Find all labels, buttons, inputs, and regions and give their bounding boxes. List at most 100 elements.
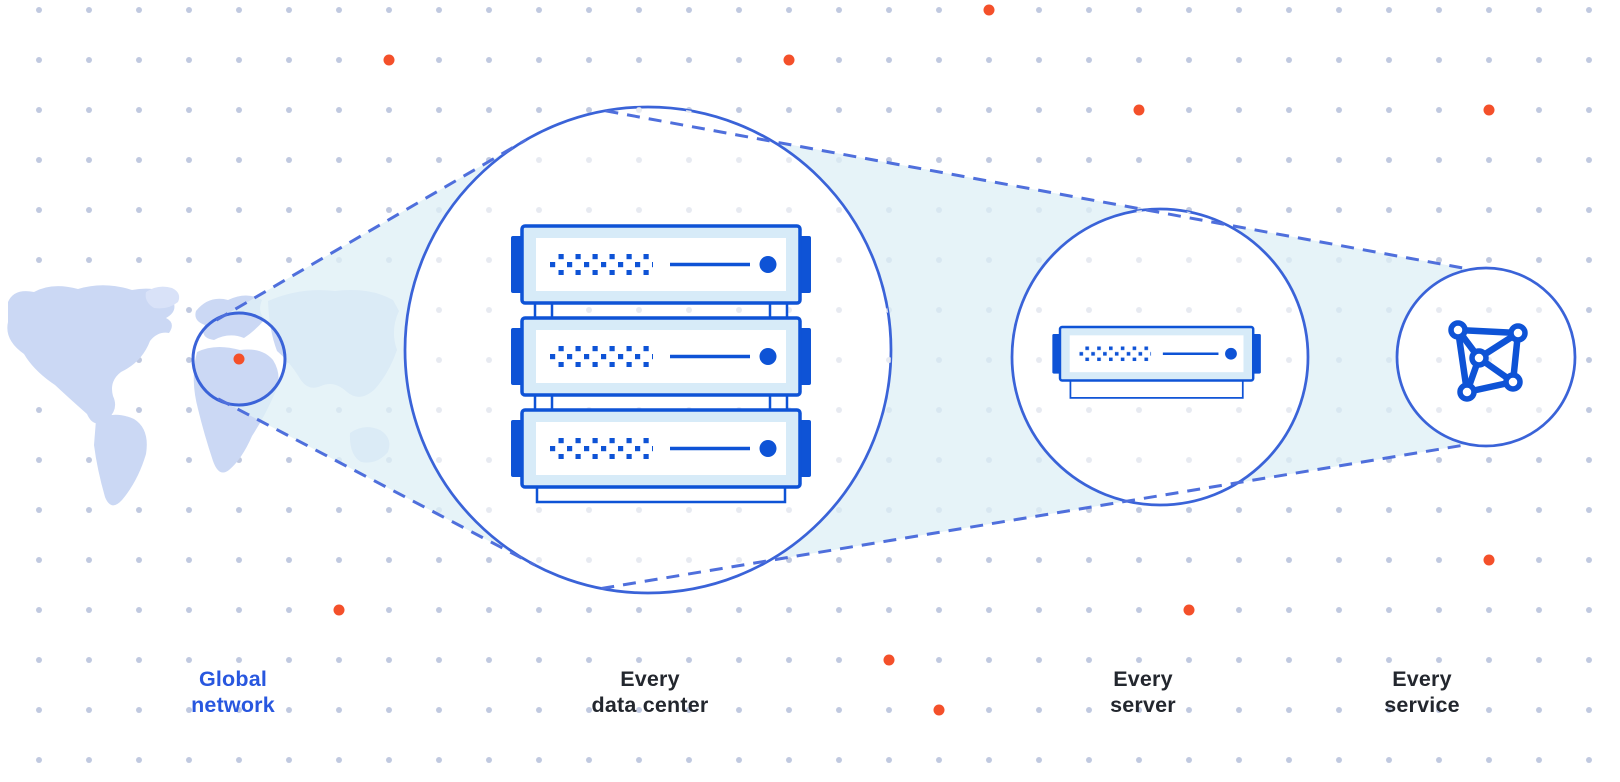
grid-dot bbox=[1286, 357, 1292, 363]
grid-dot bbox=[1536, 7, 1542, 13]
grid-dot bbox=[1486, 57, 1492, 63]
grid-dot bbox=[1386, 657, 1392, 663]
grid-dot bbox=[636, 557, 642, 563]
grid-dot bbox=[1286, 57, 1292, 63]
grid-dot bbox=[1386, 107, 1392, 113]
grid-dot bbox=[936, 757, 942, 763]
grid-dot bbox=[536, 157, 542, 163]
grid-dot bbox=[786, 7, 792, 13]
grid-dot bbox=[1386, 557, 1392, 563]
grid-dot bbox=[186, 257, 192, 263]
grid-dot bbox=[336, 107, 342, 113]
grid-dot bbox=[436, 707, 442, 713]
guide-line-map-to-datacenter-top bbox=[215, 138, 527, 322]
grid-dot bbox=[883, 654, 895, 666]
grid-dot bbox=[1286, 757, 1292, 763]
grid-dot bbox=[1436, 407, 1442, 413]
grid-dot bbox=[836, 557, 842, 563]
grid-dot bbox=[1086, 157, 1092, 163]
grid-dot bbox=[136, 757, 142, 763]
grid-dot bbox=[236, 7, 242, 13]
grid-dot bbox=[1486, 757, 1492, 763]
server-unit bbox=[1051, 325, 1263, 382]
grid-dot bbox=[536, 57, 542, 63]
grid-dot bbox=[886, 357, 892, 363]
grid-dot bbox=[1336, 207, 1342, 213]
grid-dot bbox=[1086, 257, 1092, 263]
grid-dot bbox=[636, 157, 642, 163]
grid-dot bbox=[1036, 157, 1042, 163]
grid-dot bbox=[1186, 257, 1192, 263]
grid-dot bbox=[736, 507, 742, 513]
grid-dot bbox=[36, 407, 42, 413]
grid-dot bbox=[536, 707, 542, 713]
grid-dot bbox=[686, 707, 692, 713]
grid-dot bbox=[486, 657, 492, 663]
grid-dot bbox=[1136, 707, 1142, 713]
grid-dot bbox=[786, 707, 792, 713]
grid-dot bbox=[1586, 57, 1592, 63]
stage-label-line: service bbox=[1384, 693, 1460, 717]
grid-dot bbox=[1286, 607, 1292, 613]
grid-dot bbox=[436, 357, 442, 363]
grid-dot bbox=[286, 207, 292, 213]
grid-dot bbox=[686, 307, 692, 313]
grid-dot bbox=[336, 207, 342, 213]
grid-dot bbox=[86, 657, 92, 663]
grid-dot bbox=[286, 57, 292, 63]
grid-dot bbox=[686, 157, 692, 163]
grid-dot bbox=[536, 7, 542, 13]
grid-dot bbox=[1483, 554, 1495, 566]
grid-dot bbox=[1336, 757, 1342, 763]
grid-dot bbox=[1186, 407, 1192, 413]
grid-dot bbox=[486, 507, 492, 513]
grid-dot bbox=[736, 107, 742, 113]
grid-dot bbox=[336, 157, 342, 163]
grid-dot bbox=[386, 157, 392, 163]
grid-dot bbox=[386, 207, 392, 213]
grid-dot bbox=[1286, 707, 1292, 713]
grid-dot bbox=[136, 107, 142, 113]
server-unit-2 bbox=[509, 316, 813, 397]
grid-dot bbox=[336, 507, 342, 513]
grid-dot bbox=[36, 607, 42, 613]
grid-dot bbox=[1286, 307, 1292, 313]
grid-dot bbox=[86, 607, 92, 613]
grid-dot bbox=[736, 7, 742, 13]
grid-dot bbox=[1286, 107, 1292, 113]
stage-label-every-data-center: Every data center bbox=[550, 666, 750, 718]
grid-dot bbox=[1136, 7, 1142, 13]
grid-dot bbox=[586, 57, 592, 63]
grid-dot bbox=[836, 757, 842, 763]
grid-dot bbox=[586, 607, 592, 613]
grid-dot bbox=[1436, 107, 1442, 113]
grid-dot bbox=[686, 657, 692, 663]
grid-dot bbox=[286, 257, 292, 263]
grid-dot bbox=[86, 207, 92, 213]
grid-dot bbox=[286, 507, 292, 513]
grid-dot bbox=[486, 57, 492, 63]
grid-dot bbox=[36, 107, 42, 113]
grid-dot bbox=[1536, 207, 1542, 213]
grid-dot bbox=[1586, 407, 1592, 413]
grid-dot bbox=[1133, 104, 1145, 116]
grid-dot bbox=[836, 57, 842, 63]
grid-dot bbox=[436, 57, 442, 63]
grid-dot bbox=[186, 57, 192, 63]
grid-dot bbox=[1186, 457, 1192, 463]
grid-dot bbox=[1236, 157, 1242, 163]
grid-dot bbox=[886, 557, 892, 563]
grid-dot bbox=[1536, 157, 1542, 163]
grid-dot bbox=[286, 757, 292, 763]
stage-label-line: Every bbox=[620, 667, 680, 691]
grid-dot bbox=[986, 107, 992, 113]
map-greenland bbox=[145, 286, 180, 309]
server-icon bbox=[1051, 325, 1263, 399]
grid-dot bbox=[86, 157, 92, 163]
grid-dot bbox=[1136, 307, 1142, 313]
grid-dot bbox=[186, 507, 192, 513]
grid-dot bbox=[586, 557, 592, 563]
grid-dot bbox=[1183, 604, 1195, 616]
grid-dot bbox=[1036, 657, 1042, 663]
